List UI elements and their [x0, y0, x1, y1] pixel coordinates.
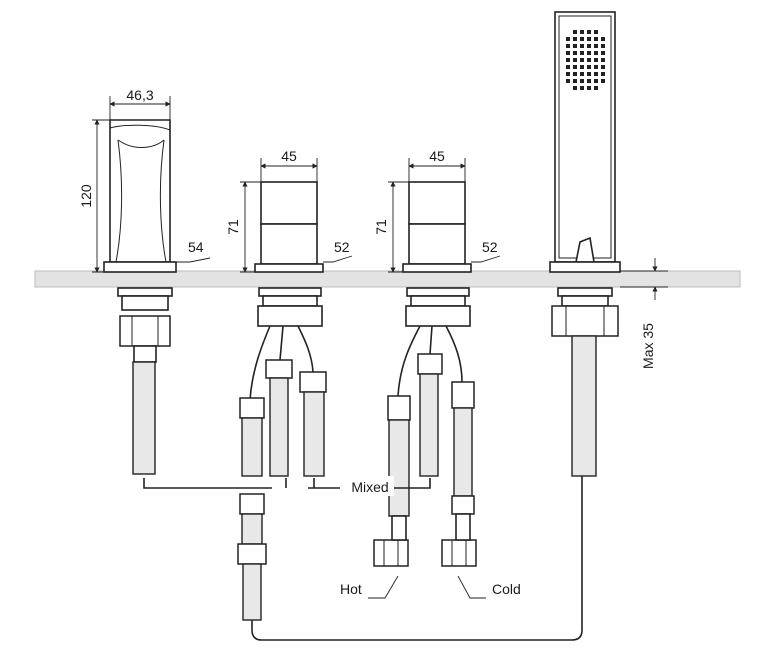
valve2-width-label: 45 [429, 148, 445, 164]
nozzle-dot [594, 30, 598, 34]
cold-leader [457, 575, 486, 599]
nozzle-dot [601, 79, 605, 83]
dim-spout-width [109, 96, 171, 120]
valve-2-hoses [373, 325, 477, 567]
nozzle-dot [566, 72, 570, 76]
nozzle-dot [573, 37, 577, 41]
nozzle-dot [566, 51, 570, 55]
nozzle-dot [587, 37, 591, 41]
mixed-label-bg [344, 476, 394, 496]
nozzle-dot [594, 37, 598, 41]
nozzle-dot [566, 58, 570, 62]
nozzle-dot [580, 58, 584, 62]
spout-width-label: 46,3 [126, 87, 153, 103]
hot-connector-nut [373, 539, 409, 567]
nozzle-dot [573, 86, 577, 90]
nozzle-dot [587, 65, 591, 69]
nozzle-dot [601, 44, 605, 48]
valve2-height-label: 71 [373, 219, 389, 235]
nozzle-dot [573, 58, 577, 62]
nozzle-dot [566, 79, 570, 83]
nozzle-dot [587, 79, 591, 83]
nozzle-dot [580, 30, 584, 34]
nozzle-dot [601, 58, 605, 62]
deck-max-label: Max 35 [640, 323, 656, 369]
dim-valve2-height [388, 181, 409, 273]
dim-spout-height [92, 119, 110, 273]
nozzle-dot [566, 44, 570, 48]
nozzle-dot [573, 44, 577, 48]
dim-valve1-base [323, 255, 353, 263]
shower-nozzles [566, 30, 605, 90]
nozzle-dot [587, 86, 591, 90]
nozzle-dot [573, 72, 577, 76]
nozzle-dot [587, 30, 591, 34]
spout-connector [117, 287, 173, 363]
nozzle-dot [601, 72, 605, 76]
mixed-bracket [143, 478, 431, 489]
hand-shower [549, 11, 621, 477]
dim-deck-max [620, 258, 668, 300]
hot-leader [368, 575, 399, 599]
valve1-width-label: 45 [281, 148, 297, 164]
nozzle-dot [566, 65, 570, 69]
valve-2 [402, 181, 472, 327]
spout [103, 119, 177, 273]
nozzle-dot [594, 65, 598, 69]
mixed-label: Mixed [351, 479, 388, 495]
nozzle-dot [573, 30, 577, 34]
nozzle-dot [566, 37, 570, 41]
nozzle-dot [580, 79, 584, 83]
nozzle-dot [573, 51, 577, 55]
nozzle-dot [601, 51, 605, 55]
nozzle-dot [580, 44, 584, 48]
spout-base-label: 54 [188, 239, 204, 255]
nozzle-dot [573, 79, 577, 83]
nozzle-dot [601, 65, 605, 69]
dim-valve1-height [240, 181, 261, 273]
valve1-height-label: 71 [225, 219, 241, 235]
shower-connection-pipe [251, 476, 583, 641]
nozzle-dot [594, 44, 598, 48]
hot-label: Hot [340, 581, 362, 597]
nozzle-dot [587, 51, 591, 55]
nozzle-dot [580, 72, 584, 76]
nozzle-dot [594, 79, 598, 83]
nozzle-dot [580, 65, 584, 69]
cold-connector-nut [441, 539, 477, 567]
dim-valve2-width [408, 158, 466, 182]
dim-valve1-width [260, 158, 318, 182]
nozzle-dot [594, 58, 598, 62]
nozzle-dot [580, 51, 584, 55]
valve-1-hoses [237, 325, 327, 621]
dim-spout-base [176, 257, 211, 263]
nozzle-dot [573, 65, 577, 69]
nozzle-dot [587, 44, 591, 48]
nozzle-dot [601, 37, 605, 41]
nozzle-dot [580, 86, 584, 90]
nozzle-dot [594, 51, 598, 55]
nozzle-dot [587, 72, 591, 76]
dim-valve2-base [471, 255, 501, 263]
worktop-deck [34, 270, 741, 288]
valve2-base-label: 52 [482, 239, 498, 255]
spout-height-label: 120 [78, 184, 94, 208]
nozzle-dot [580, 37, 584, 41]
spout-hose [132, 361, 156, 475]
cold-label: Cold [492, 581, 521, 597]
nozzle-dot [587, 58, 591, 62]
valve-1 [254, 181, 324, 327]
nozzle-dot [594, 72, 598, 76]
outlet-coil-hose [242, 563, 262, 621]
nozzle-dot [594, 86, 598, 90]
valve1-base-label: 52 [334, 239, 350, 255]
